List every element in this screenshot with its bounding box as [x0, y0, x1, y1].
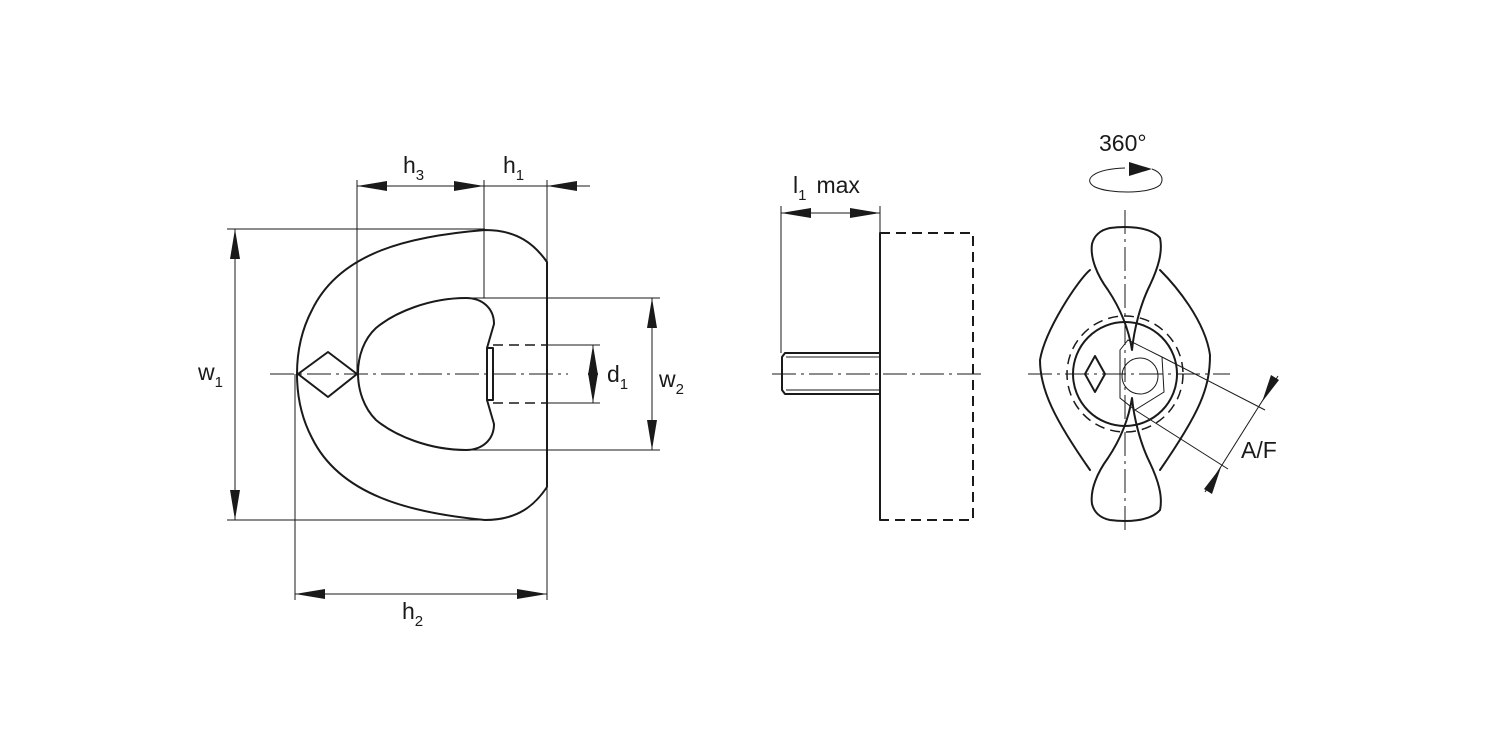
rotation-arrow-ellipse: [1089, 167, 1163, 193]
end-wing-bottom: [1090, 397, 1162, 522]
label-h3: h3: [403, 152, 424, 184]
label-w1: w1: [197, 359, 223, 391]
end-view: 360° A/F: [1028, 130, 1279, 530]
end-hex-socket: [1119, 339, 1165, 411]
end-base-outline: [1039, 269, 1211, 471]
dim-arrow-h1: [547, 181, 577, 191]
label-h2: h2: [402, 598, 423, 630]
side-mating-part-hidden: [880, 232, 974, 521]
front-view: h3 h1 w1 w2 d1 h2: [197, 152, 684, 630]
ext-line-af-top: [1161, 356, 1266, 411]
ext-line-af-bottom: [1134, 409, 1229, 470]
rotation-arrow-head: [1129, 162, 1152, 176]
label-af: A/F: [1241, 437, 1277, 463]
dim-arrow-af-bottom: [1204, 467, 1221, 494]
label-w2: w2: [658, 366, 684, 398]
label-d1: d1: [607, 361, 628, 393]
front-inner-opening: [357, 297, 495, 451]
dim-arrow-af-top: [1262, 375, 1279, 402]
label-h1: h1: [503, 152, 524, 184]
end-wing-top: [1090, 226, 1162, 351]
end-bore-circle: [1121, 357, 1159, 395]
front-outer-outline: [296, 229, 548, 521]
label-rotation: 360°: [1099, 130, 1147, 156]
